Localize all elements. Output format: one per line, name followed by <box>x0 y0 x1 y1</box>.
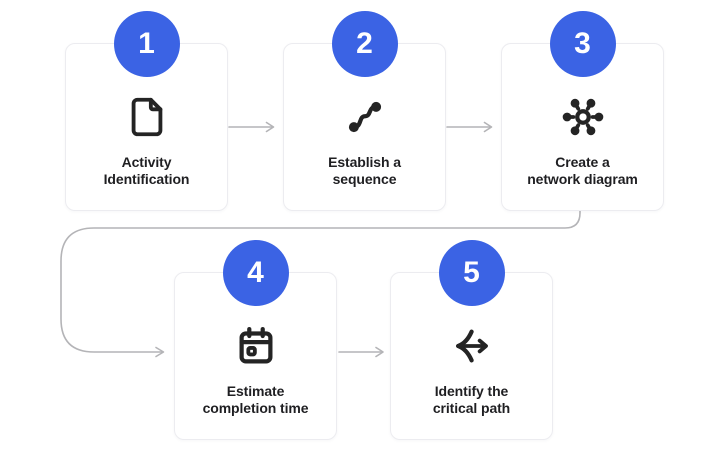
route-sequence-icon <box>342 94 388 140</box>
arrow-step2-step3 <box>446 121 493 133</box>
step-number-badge: 2 <box>331 11 398 77</box>
step-card-establish-sequence: 2 Establish a sequence <box>283 11 446 211</box>
calendar-icon <box>233 323 279 369</box>
step-label: Activity Identification <box>103 154 190 187</box>
arrow-step1-step2 <box>228 121 275 133</box>
step-number: 4 <box>247 256 264 289</box>
step-card-estimate-completion-time: 4 Estimate completion time <box>174 240 337 440</box>
step-number-badge: 3 <box>549 11 616 77</box>
step-label: Create a network diagram <box>527 154 638 187</box>
step-label: Identify the critical path <box>432 383 511 416</box>
step-number: 5 <box>463 256 480 289</box>
step-number: 1 <box>138 27 155 60</box>
step-card-activity-identification: 1 Activity Identification <box>65 11 228 211</box>
step-label: Estimate completion time <box>202 383 309 416</box>
file-icon <box>124 94 170 140</box>
step-number: 3 <box>574 27 591 60</box>
arrow-step4-step5 <box>338 346 384 358</box>
network-hub-icon <box>560 94 606 140</box>
critical-path-arrow-icon <box>449 323 495 369</box>
step-number-badge: 5 <box>438 240 505 306</box>
step-number-badge: 4 <box>222 240 289 306</box>
step-card-identify-critical-path: 5 Identify the critical path <box>390 240 553 440</box>
step-card-create-network-diagram: 3 Create a network diagram <box>501 11 664 211</box>
step-number-badge: 1 <box>113 11 180 77</box>
step-number: 2 <box>356 27 373 60</box>
step-label: Establish a sequence <box>328 154 401 187</box>
